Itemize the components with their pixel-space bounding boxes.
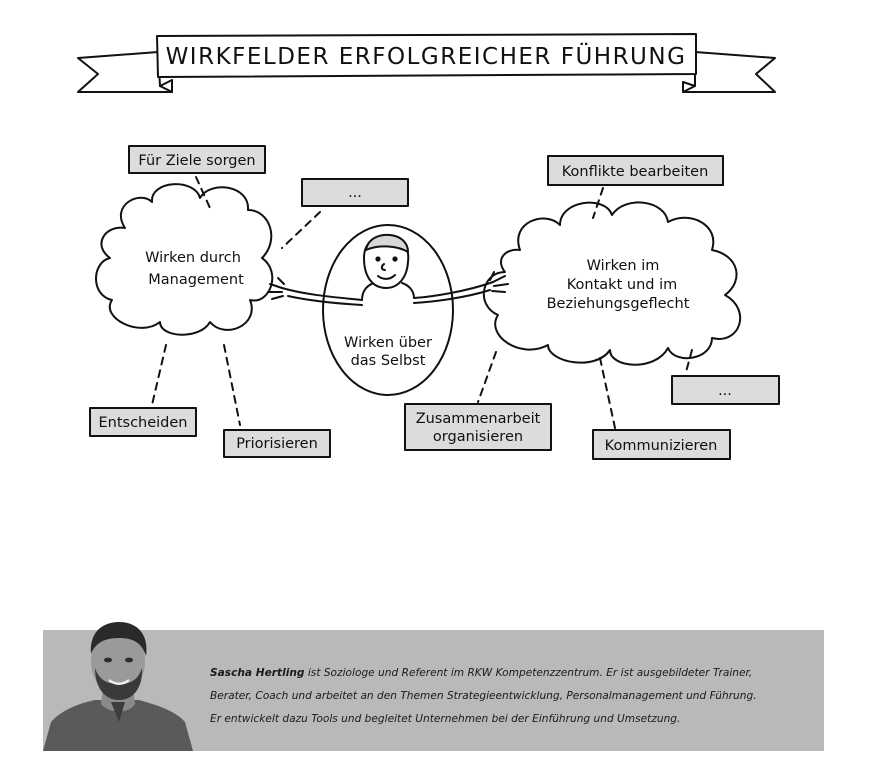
box-dots-left <box>301 178 409 207</box>
author-name: Sascha Hertling <box>210 667 305 679</box>
page-title: WIRKFELDER ERFOLGREICHER FÜHRUNG <box>166 42 687 70</box>
management-label-1: Wirken durch <box>145 250 241 266</box>
author-info-panel: Sascha Hertling ist Soziologe und Refere… <box>43 622 824 751</box>
kontakt-label-2: Kontakt und im <box>567 277 677 293</box>
selbst-oval <box>322 224 454 396</box>
box-priorisieren <box>223 429 331 458</box>
management-cloud <box>95 183 274 336</box>
box-ziele <box>128 145 266 174</box>
kontakt-label-1: Wirken im <box>587 258 660 274</box>
person-figure <box>267 233 509 306</box>
dots-right-label: ... <box>718 383 732 399</box>
box-dots-right <box>671 375 780 405</box>
zusammenarbeit-label-2: organisieren <box>433 429 523 445</box>
priorisieren-label: Priorisieren <box>236 436 318 452</box>
author-bio: Sascha Hertling ist Soziologe und Refere… <box>210 662 810 731</box>
konflikte-label: Konflikte bearbeiten <box>562 164 709 180</box>
bio-line-1: ist Soziologe und Referent im RKW Kompet… <box>304 667 753 679</box>
management-label-2: Management <box>148 272 244 288</box>
box-konflikte <box>547 155 724 186</box>
leadership-fields-diagram: WIRKFELDER ERFOLGREICHER FÜHRUNG Wirken … <box>77 33 780 460</box>
box-entscheiden <box>89 407 197 437</box>
box-zusammenarbeit <box>404 403 552 451</box>
selbst-label-2: das Selbst <box>351 353 426 369</box>
dots-left-label: ... <box>348 185 362 201</box>
ziele-label: Für Ziele sorgen <box>138 153 255 169</box>
kontakt-label-3: Beziehungsgeflecht <box>547 296 690 312</box>
bio-line-3: Er entwickelt dazu Tools und begleitet U… <box>210 713 681 725</box>
kommunizieren-label: Kommunizieren <box>605 438 718 454</box>
bio-line-2: Berater, Coach und arbeitet an den Theme… <box>210 690 757 702</box>
title-banner <box>77 33 776 93</box>
author-photo <box>43 622 193 751</box>
box-kommunizieren <box>592 429 731 460</box>
zusammenarbeit-label-1: Zusammenarbeit <box>416 411 541 427</box>
entscheiden-label: Entscheiden <box>98 415 187 431</box>
kontakt-cloud <box>482 201 742 366</box>
connectors <box>151 176 693 429</box>
selbst-label-1: Wirken über <box>344 335 432 351</box>
